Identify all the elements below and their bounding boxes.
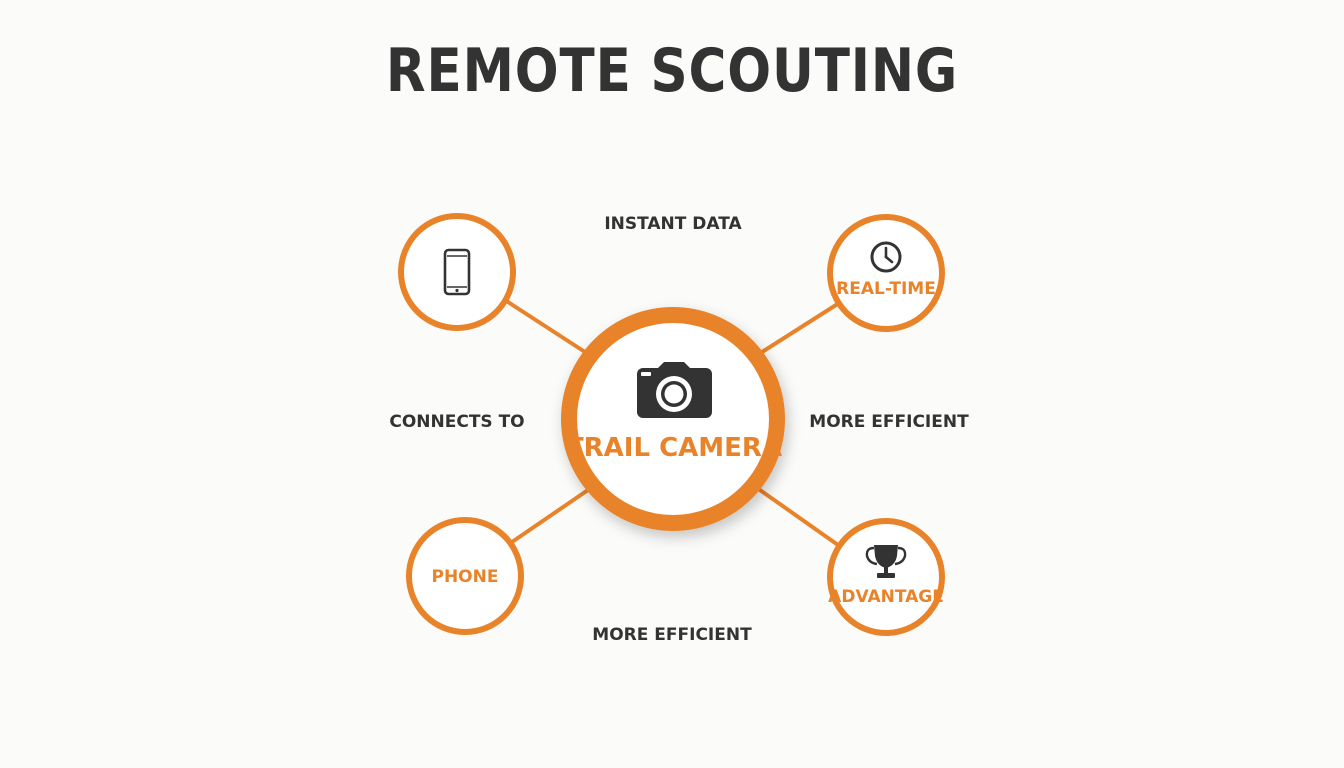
node-top-left (398, 213, 516, 331)
connector-label-top: INSTANT DATA (604, 214, 742, 234)
connector-label-left: CONNECTS TO (389, 412, 524, 432)
node-top-right-label: REAL-TIME (836, 279, 936, 299)
node-top-right: REAL-TIME (827, 214, 945, 332)
clock-icon (870, 241, 902, 273)
connector-line-bottom-left (510, 488, 590, 544)
center-hub: TRAIL CAMERA (561, 307, 785, 531)
connector-line-top-right (760, 303, 838, 354)
center-hub-circle (561, 307, 785, 531)
trophy-icon (865, 545, 907, 578)
node-bottom-left-circle (406, 517, 524, 635)
center-hub-label: TRAIL CAMERA (566, 433, 782, 463)
connector-label-bottom: MORE EFFICIENT (592, 625, 752, 645)
node-bottom-right: ADVANTAGE (827, 518, 945, 636)
node-bottom-left-label: PHONE (432, 567, 499, 587)
smartphone-icon (443, 248, 471, 296)
node-top-right-circle (827, 214, 945, 332)
connector-line-top-left (506, 300, 587, 354)
node-top-left-circle (398, 213, 516, 331)
node-bottom-right-label: ADVANTAGE (828, 587, 944, 607)
connector-line-bottom-right (758, 488, 840, 547)
connector-label-right: MORE EFFICIENT (809, 412, 969, 432)
page-title: REMOTE SCOUTING (385, 36, 959, 106)
node-bottom-left: PHONE (406, 517, 524, 635)
camera-icon (637, 362, 712, 418)
